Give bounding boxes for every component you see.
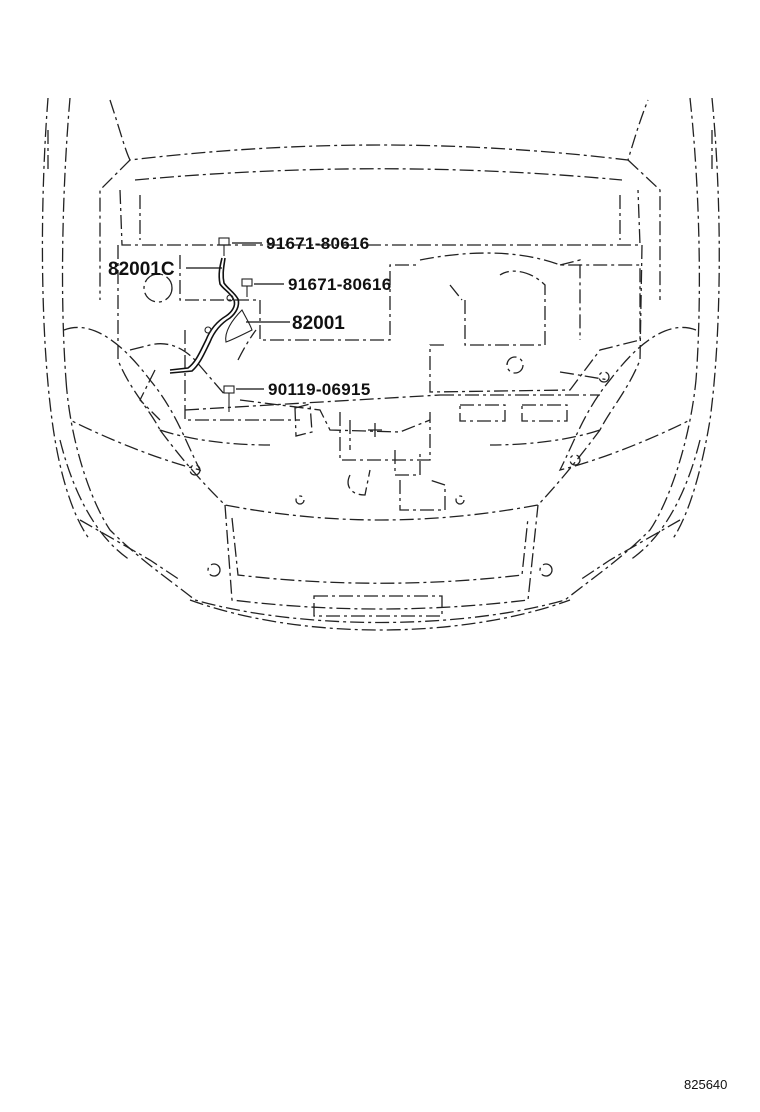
callout-part-number: 82001 <box>292 313 345 334</box>
callout-part-number: 91671-80616 <box>266 234 370 253</box>
callout-part-number: 82001C <box>108 259 175 280</box>
callout-part-number: 90119-06915 <box>268 380 371 399</box>
engine-components <box>129 252 641 511</box>
bolt-markers <box>218 237 253 412</box>
bolt-icon <box>241 278 253 297</box>
callout-part-number: 91671-80616 <box>288 275 392 294</box>
bolt-icon <box>218 237 230 256</box>
car-body-outline <box>41 97 720 631</box>
wire-harness <box>169 257 253 374</box>
bolt-icon <box>223 385 235 412</box>
figure-reference-number: 825640 <box>684 1077 727 1092</box>
leader-lines <box>186 242 290 390</box>
